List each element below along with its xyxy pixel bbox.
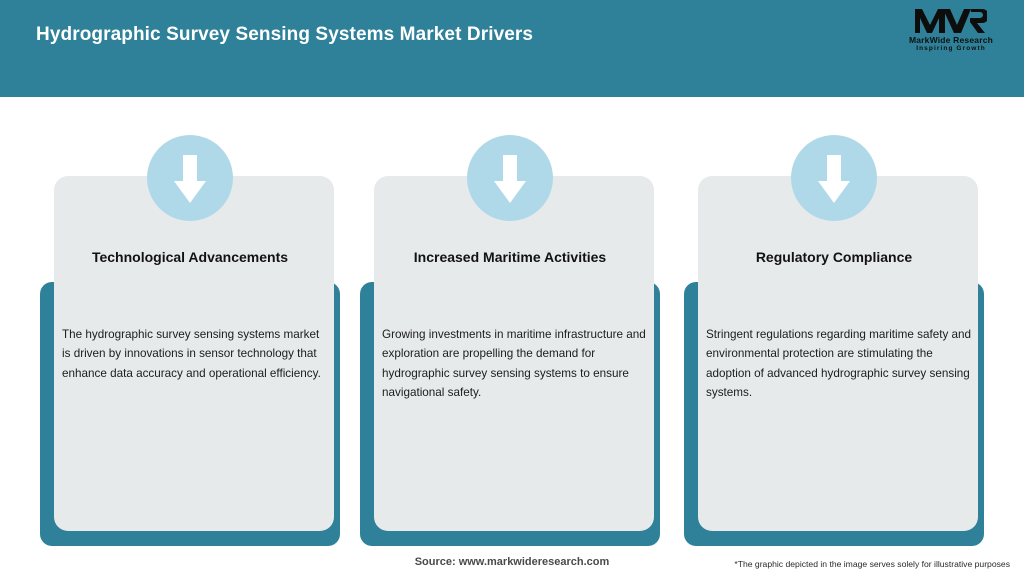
card-title: Increased Maritime Activities	[413, 249, 607, 265]
mwr-logo-mark-icon	[896, 8, 1006, 34]
page-title: Hydrographic Survey Sensing Systems Mark…	[36, 24, 534, 45]
card-description: Stringent regulations regarding maritime…	[706, 328, 972, 400]
card-description: Growing investments in maritime infrastr…	[382, 328, 646, 400]
driver-card: Increased Maritime Activities Growing in…	[360, 97, 660, 546]
arrow-down-icon	[791, 135, 877, 221]
card-panel	[54, 176, 334, 531]
logo-company-name: MarkWide Research	[908, 35, 994, 45]
arrow-down-icon	[467, 135, 553, 221]
card-title: Technological Advancements	[91, 249, 289, 265]
card-panel	[698, 176, 978, 531]
illustrative-disclaimer: *The graphic depicted in the image serve…	[734, 559, 1010, 569]
card-description: The hydrographic survey sensing systems …	[62, 328, 321, 380]
header-bar: Hydrographic Survey Sensing Systems Mark…	[0, 0, 1024, 97]
source-attribution: Source: www.markwideresearch.com	[414, 556, 610, 568]
drivers-card-list: Technological Advancements The hydrograp…	[0, 97, 1024, 546]
card-panel	[374, 176, 654, 531]
markwide-research-logo: MarkWide Research Inspiring Growth	[896, 8, 1006, 62]
arrow-down-icon	[147, 135, 233, 221]
driver-card: Technological Advancements The hydrograp…	[40, 97, 340, 546]
logo-tagline: Inspiring Growth	[916, 44, 986, 52]
card-title: Regulatory Compliance	[755, 249, 913, 265]
driver-card: Regulatory Compliance Stringent regulati…	[684, 97, 984, 546]
